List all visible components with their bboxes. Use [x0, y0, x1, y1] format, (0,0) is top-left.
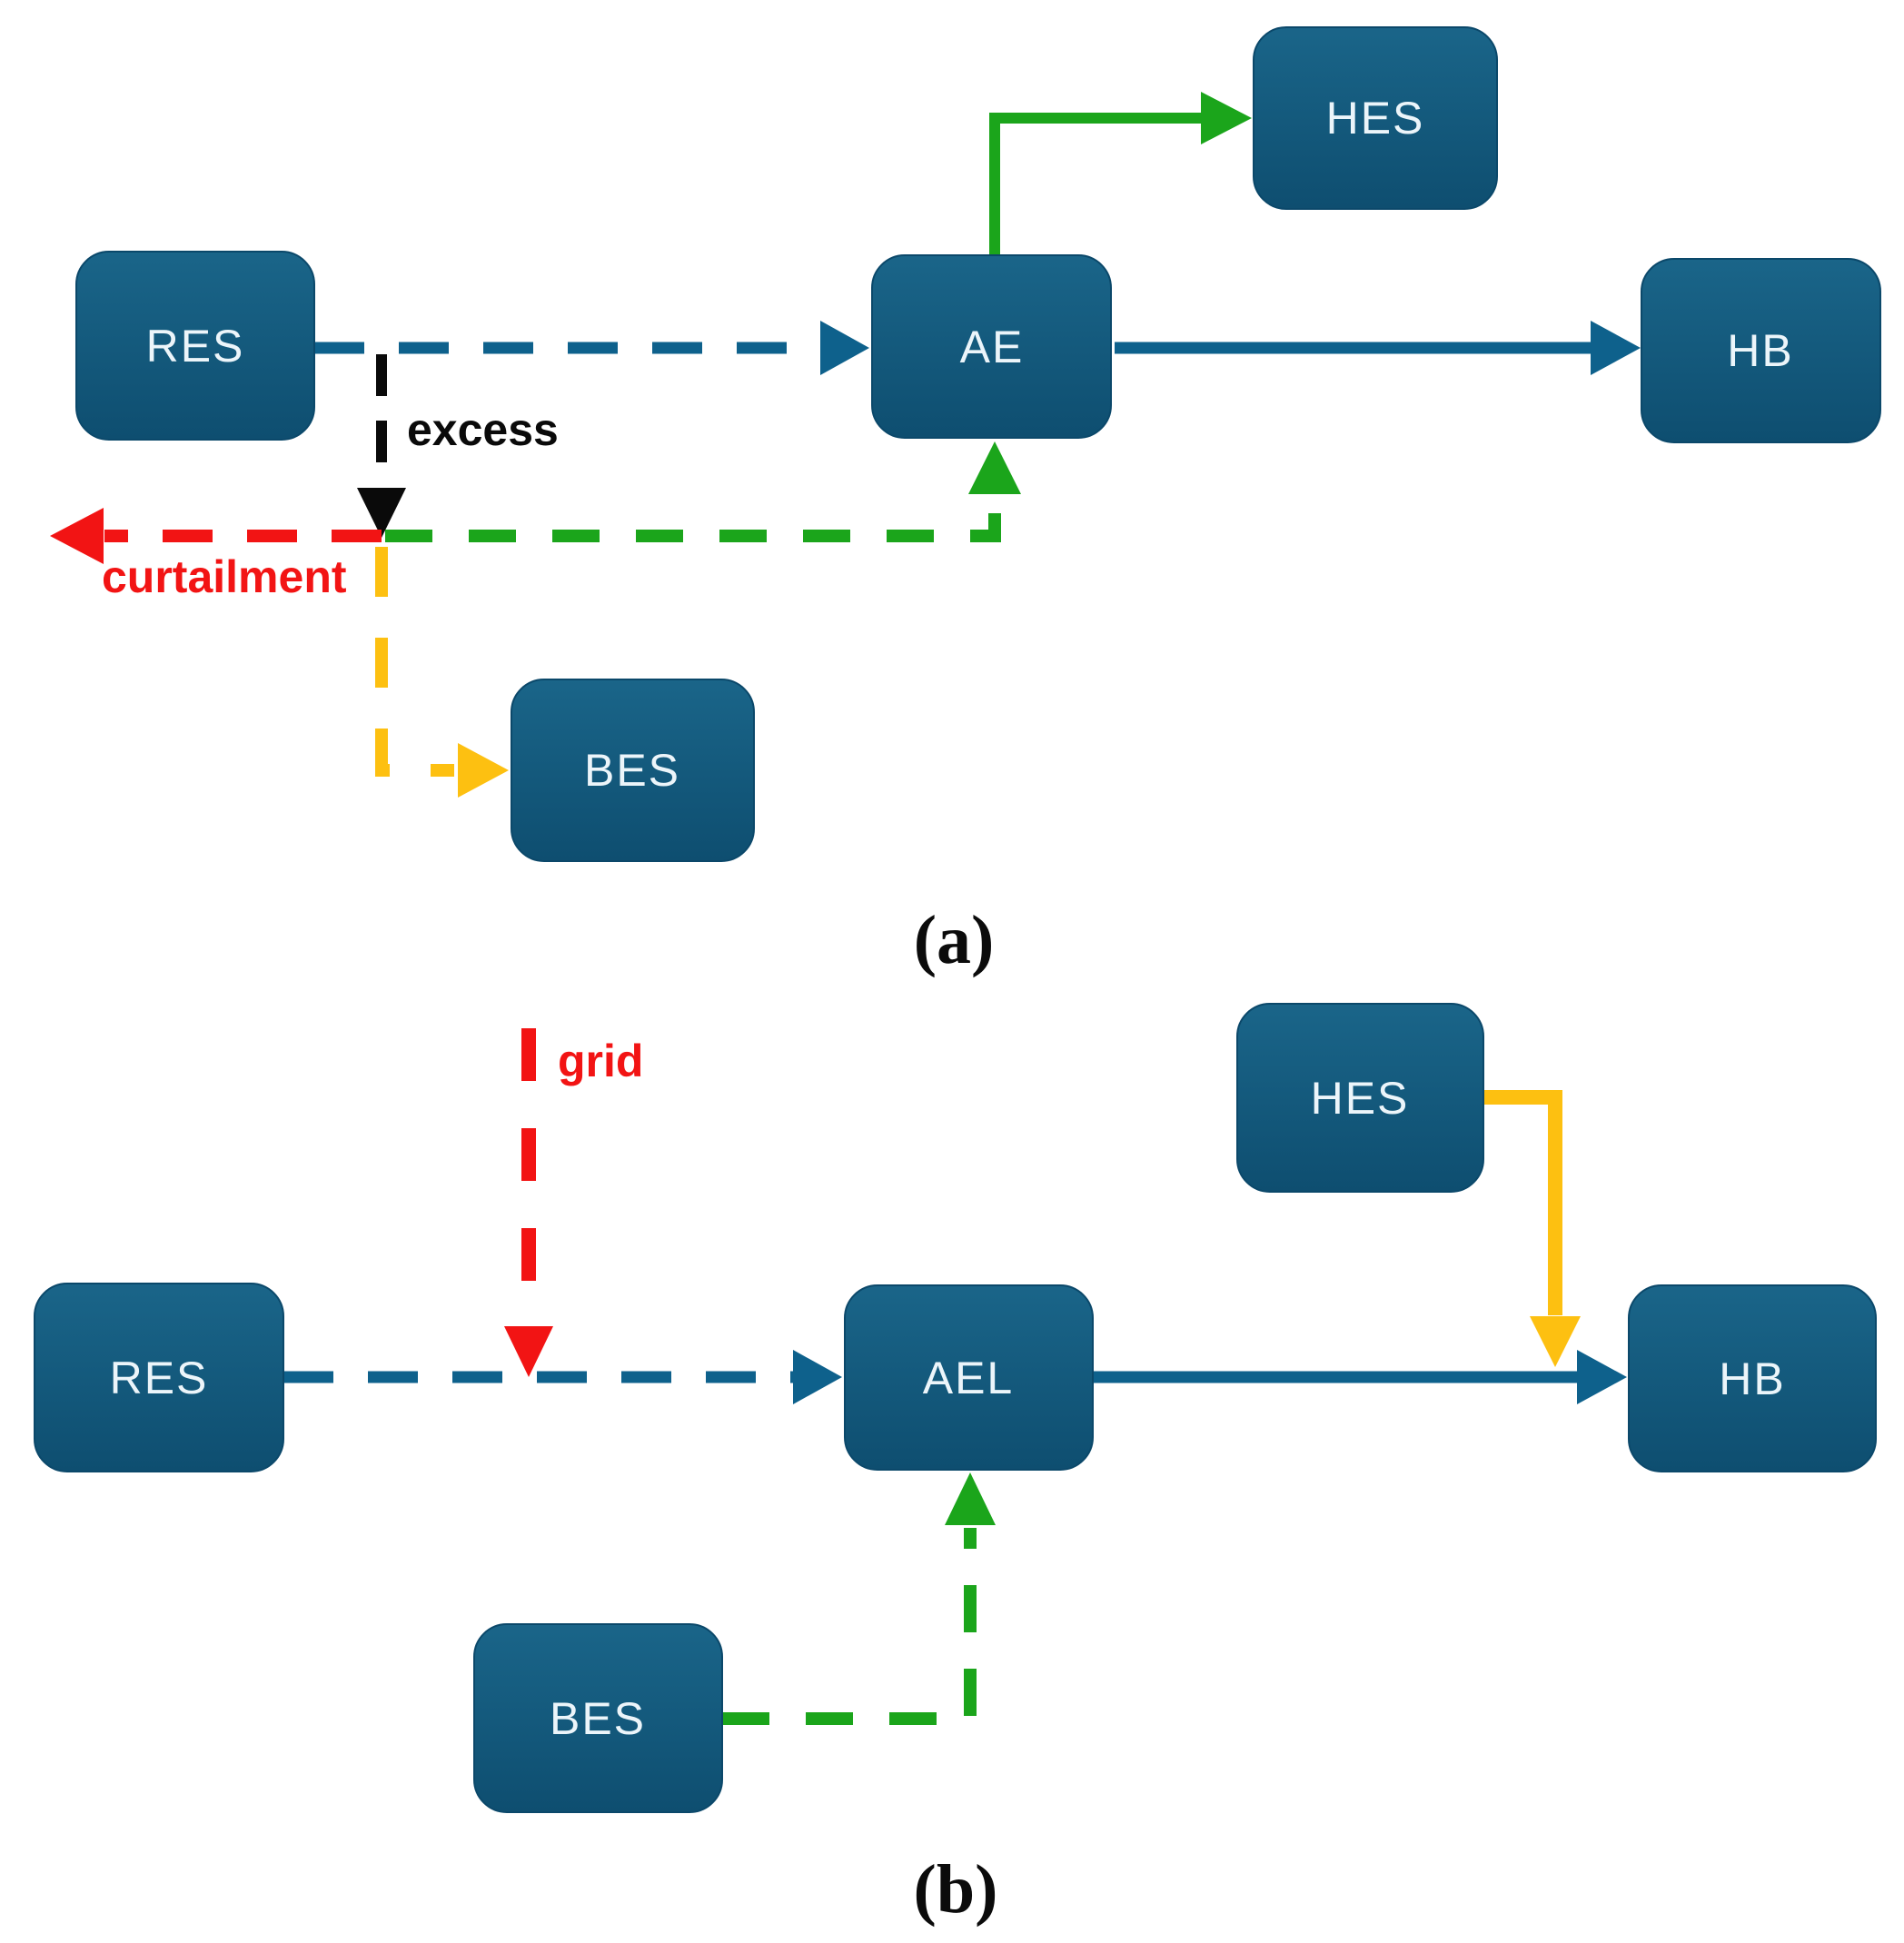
panel-b: grid RES AEL HES HB	[34, 1003, 1877, 1928]
node-a-hb-label: HB	[1727, 325, 1793, 376]
node-a-hes-box	[1253, 26, 1498, 210]
caption-a: (a)	[914, 902, 995, 978]
node-a-hb-box	[1641, 258, 1881, 443]
arrowhead-a-curtailment	[50, 508, 104, 564]
panel-a: excess curtailment RES AE HES	[50, 26, 1881, 978]
node-b-hes-label: HES	[1311, 1073, 1410, 1124]
node-a-hes-label: HES	[1326, 93, 1425, 144]
node-b-hb: HB	[1628, 1284, 1877, 1472]
node-a-res: RES	[75, 251, 315, 441]
node-b-hes-box	[1236, 1003, 1484, 1193]
arrowhead-b-hes-to-hb	[1530, 1316, 1581, 1367]
arrowhead-a-junction-to-ae	[968, 441, 1021, 494]
arrowhead-a-res-to-ae	[820, 321, 869, 375]
arrowhead-b-grid	[504, 1326, 553, 1377]
arrowhead-a-junction-to-bes	[458, 743, 509, 798]
node-a-bes: BES	[511, 679, 755, 862]
node-b-res: RES	[34, 1283, 284, 1472]
node-a-hes: HES	[1253, 26, 1498, 210]
node-b-ael-box	[844, 1284, 1094, 1471]
node-b-bes: BES	[473, 1623, 723, 1813]
node-a-ae-label: AE	[960, 322, 1025, 372]
node-b-bes-label: BES	[550, 1693, 646, 1744]
caption-b: (b)	[914, 1851, 998, 1928]
arrowhead-b-ael-to-hb	[1577, 1350, 1627, 1404]
node-b-bes-box	[473, 1623, 723, 1813]
edge-b-bes-to-ael-dashed	[722, 1528, 977, 1725]
arrowhead-a-ae-to-hes	[1201, 92, 1252, 144]
node-b-res-label: RES	[110, 1353, 209, 1403]
node-b-hes: HES	[1236, 1003, 1484, 1193]
edge-b-hes-to-hb-solid	[1483, 1090, 1562, 1315]
node-b-hb-box	[1628, 1284, 1877, 1472]
arrowhead-b-bes-to-ael	[945, 1472, 996, 1525]
arrowhead-a-ae-to-hb	[1591, 321, 1641, 375]
arrowhead-a-excess	[357, 488, 406, 538]
node-b-ael: AEL	[844, 1284, 1094, 1471]
node-a-res-label: RES	[146, 321, 245, 372]
label-excess: excess	[407, 404, 559, 455]
edge-a-junction-to-ae-dashed	[385, 496, 1001, 542]
node-b-hb-label: HB	[1719, 1353, 1785, 1404]
node-b-ael-label: AEL	[923, 1353, 1015, 1403]
edge-a-junction-to-bes-dashed	[375, 547, 454, 777]
node-b-res-box	[34, 1283, 284, 1472]
edge-a-ae-to-hes-solid	[989, 113, 1203, 255]
label-grid: grid	[558, 1036, 643, 1086]
arrowhead-b-res-to-ael	[793, 1350, 842, 1404]
label-curtailment: curtailment	[102, 551, 347, 602]
node-a-bes-label: BES	[584, 745, 680, 796]
node-a-ae-box	[871, 254, 1112, 439]
node-a-hb: HB	[1641, 258, 1881, 443]
node-a-res-box	[75, 251, 315, 441]
node-a-bes-box	[511, 679, 755, 862]
node-a-ae: AE	[871, 254, 1112, 439]
